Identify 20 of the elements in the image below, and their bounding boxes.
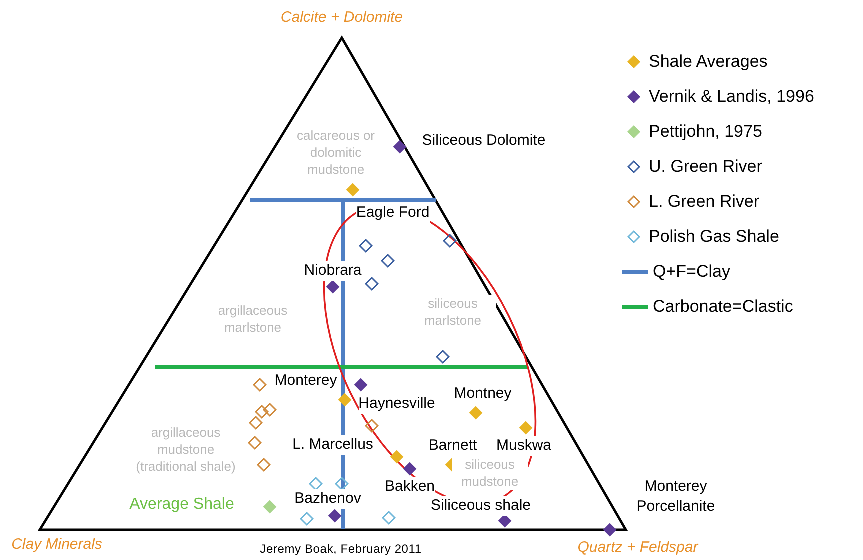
- point-label: Muskwa: [496, 436, 552, 456]
- legend-text: Polish Gas Shale: [649, 226, 780, 248]
- legend-text: Q+F=Clay: [653, 260, 730, 282]
- legend-text: Shale Averages: [649, 50, 768, 72]
- credit-text: Jeremy Boak, February 2011: [260, 541, 422, 557]
- legend-text: Carbonate=Clastic: [653, 296, 794, 318]
- legend-text: U. Green River: [649, 156, 762, 178]
- point-label: Eagle Ford: [356, 203, 430, 223]
- point-label: Siliceous shale: [430, 496, 532, 516]
- axis-label: Quartz + Feldspar: [578, 538, 698, 558]
- legend-text: L. Green River: [649, 190, 760, 212]
- point-label: Haynesville: [358, 394, 436, 414]
- axis-label: Clay Minerals: [12, 535, 102, 555]
- point-label: Niobrara: [304, 261, 362, 281]
- region-label: siliceous mudstone: [452, 456, 528, 490]
- point-label: L. Marcellus: [292, 435, 374, 455]
- legend-text: Pettijohn, 1975: [649, 120, 762, 142]
- legend-text: Vernik & Landis, 1996: [649, 86, 814, 108]
- point-label: Bazhenov: [294, 489, 362, 509]
- point-label: Average Shale: [130, 495, 234, 515]
